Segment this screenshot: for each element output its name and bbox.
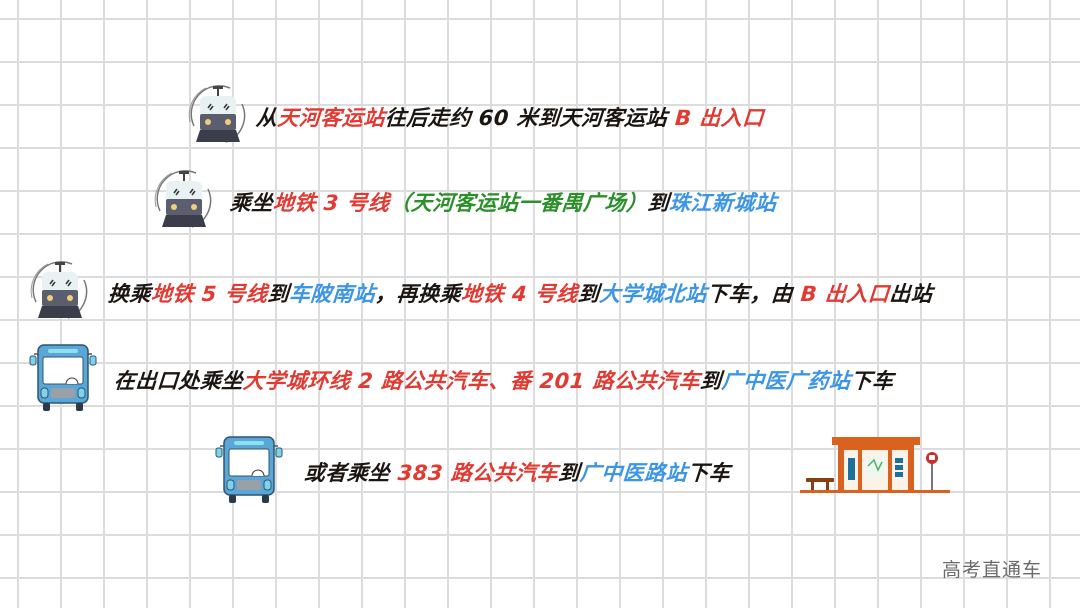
text-segment: ，再换乘 — [374, 282, 463, 306]
route-step-4: 在出口处乘坐大学城环线 2 路公共汽车、番 201 路公共汽车到广中医广药站下车 — [28, 342, 894, 418]
station-highlight: 广中医路站 — [579, 461, 689, 485]
bus-icon — [28, 342, 98, 418]
text-segment: 出站 — [888, 282, 934, 306]
text-segment: 下车 — [849, 369, 895, 393]
metro-line-highlight: 地铁 3 号线 — [272, 191, 391, 215]
metro-train-icon — [28, 258, 92, 328]
bus-stop-shelter-icon — [800, 432, 955, 502]
bus-route-highlight: 383 路公共汽车 — [396, 461, 560, 485]
text-segment: 或者乘坐 — [303, 461, 399, 485]
step-2-text: 乘坐地铁 3 号线（天河客运站一番禺广场）到珠江新城站 — [229, 187, 778, 217]
line-direction-highlight: （天河客运站一番禺广场） — [388, 191, 649, 215]
station-highlight: 珠江新城站 — [668, 191, 778, 215]
watermark: 高考直通车 — [942, 559, 1043, 581]
station-highlight: 天河客运站 — [276, 106, 386, 130]
text-segment: 到 — [266, 282, 291, 306]
text-segment: 从 — [255, 106, 279, 130]
station-highlight: 大学城北站 — [598, 282, 708, 306]
route-step-2: 乘坐地铁 3 号线（天河客运站一番禺广场）到珠江新城站 — [152, 167, 778, 237]
step-5-text: 或者乘坐 383 路公共汽车到广中医路站下车 — [303, 457, 732, 487]
bus-route-highlight: 大学城环线 2 路公共汽车、番 201 路公共汽车 — [242, 369, 701, 393]
text-segment: 换乘 — [107, 282, 152, 306]
text-segment: 乘坐 — [229, 191, 274, 215]
text-segment: 到 — [557, 461, 581, 485]
metro-train-icon — [186, 82, 250, 152]
route-step-5: 或者乘坐 383 路公共汽车到广中医路站下车 — [214, 434, 732, 510]
text-segment: 到 — [646, 191, 671, 215]
exit-highlight: B 出入口 — [799, 282, 891, 306]
route-step-1: 从天河客运站往后走约 60 米到天河客运站 B 出入口 — [186, 82, 765, 152]
text-segment: 下车 — [686, 461, 732, 485]
text-segment: 到 — [577, 282, 601, 306]
metro-line-highlight: 地铁 5 号线 — [150, 282, 269, 306]
metro-line-highlight: 地铁 4 号线 — [460, 282, 579, 306]
step-4-text: 在出口处乘坐大学城环线 2 路公共汽车、番 201 路公共汽车到广中医广药站下车 — [113, 365, 895, 395]
exit-highlight: B 出入口 — [674, 106, 765, 130]
text-segment: 在出口处乘坐 — [113, 369, 244, 393]
bus-icon — [214, 434, 284, 510]
station-highlight: 广中医广药站 — [720, 369, 852, 393]
route-step-3: 换乘地铁 5 号线到车陂南站，再换乘地铁 4 号线到大学城北站下车，由 B 出入… — [28, 258, 933, 328]
station-highlight: 车陂南站 — [288, 282, 377, 306]
step-3-text: 换乘地铁 5 号线到车陂南站，再换乘地铁 4 号线到大学城北站下车，由 B 出入… — [107, 278, 934, 308]
text-segment: 下车，由 — [706, 282, 802, 306]
metro-train-icon — [152, 167, 216, 237]
text-segment: 往后走约 60 米到天河客运站 — [384, 106, 676, 130]
step-1-text: 从天河客运站往后走约 60 米到天河客运站 B 出入口 — [255, 102, 765, 132]
text-segment: 到 — [699, 369, 723, 393]
